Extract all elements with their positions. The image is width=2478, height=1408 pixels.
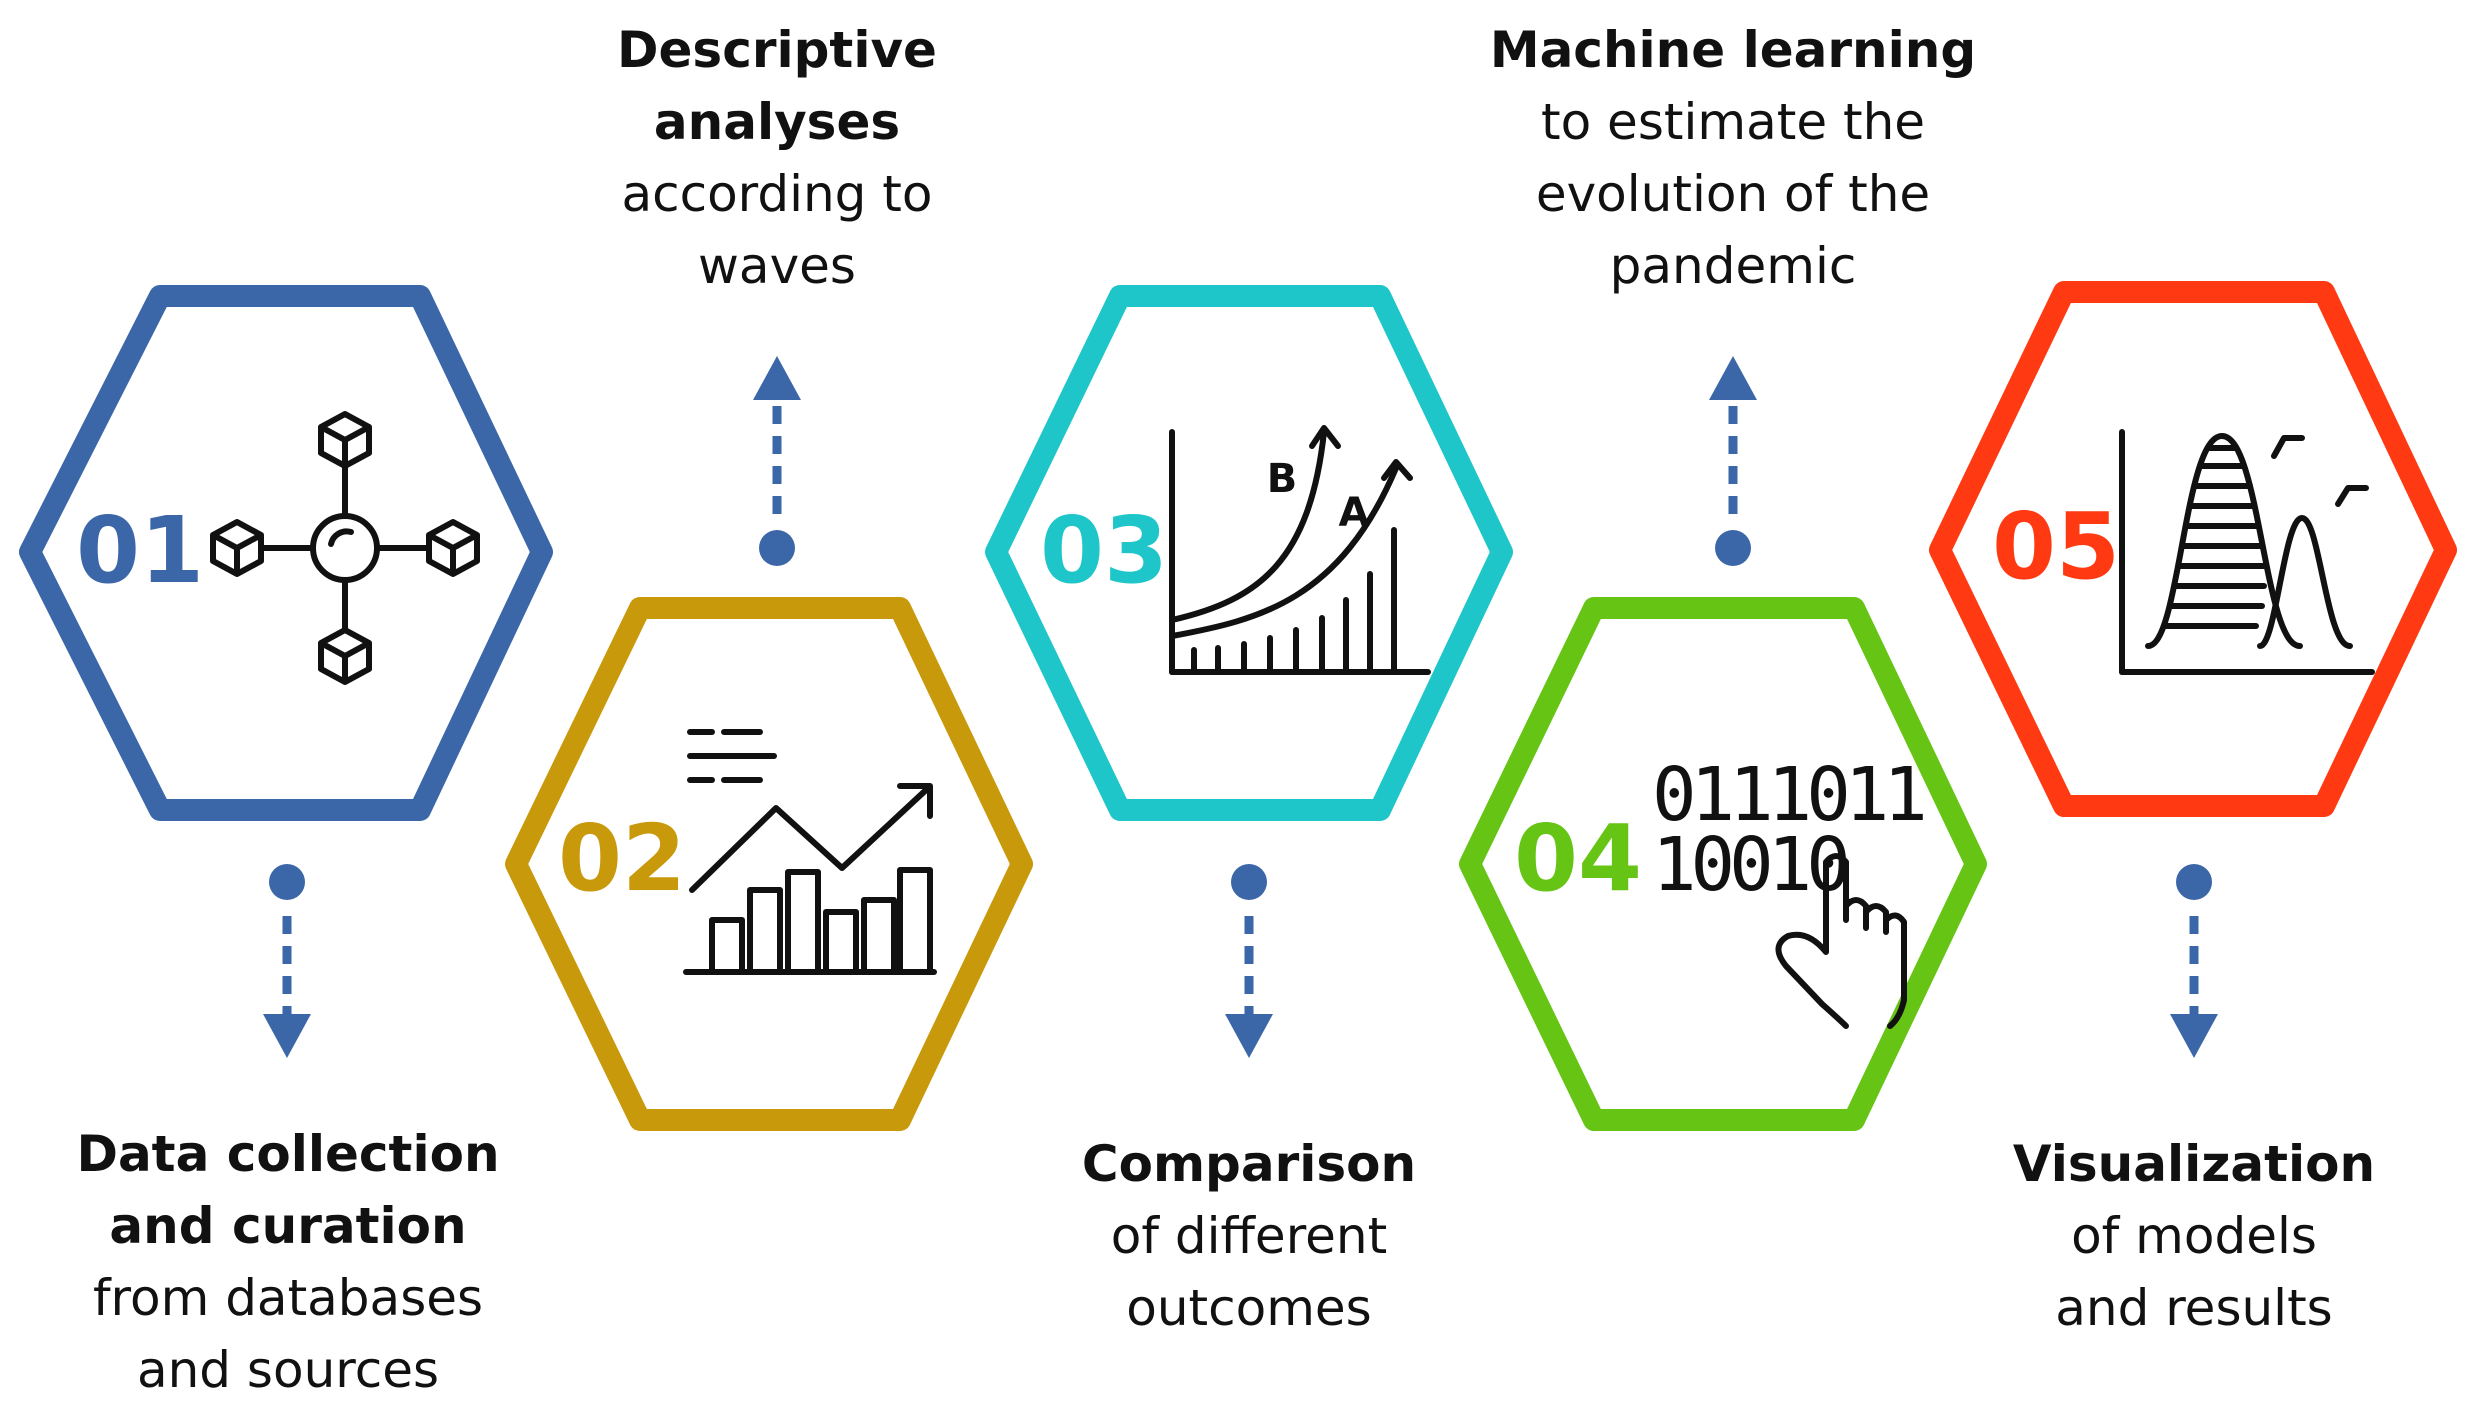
connector-dot	[759, 530, 795, 566]
step-number-04: 04	[1514, 805, 1642, 912]
hexagon-step-04	[1459, 597, 1987, 1131]
hexagon-step-01	[19, 285, 553, 821]
step-number-02: 02	[558, 805, 686, 912]
binary-row-1: 0111011	[1652, 752, 1923, 838]
curve-label-b: B	[1267, 456, 1298, 502]
arrow-down-icon	[1225, 1014, 1273, 1058]
pointing-hand-icon	[1775, 853, 1907, 1029]
hexagon-step-03	[985, 285, 1513, 821]
connector-dot	[1231, 864, 1267, 900]
arrow-down-icon	[2170, 1014, 2218, 1058]
trend-bar-chart-icon	[683, 729, 937, 975]
connector-05	[2170, 864, 2218, 1058]
connector-03	[1225, 864, 1273, 1058]
arrow-up-icon	[1709, 356, 1757, 400]
connector-02	[753, 356, 801, 566]
connector-04	[1709, 356, 1757, 566]
arrow-down-icon	[263, 1014, 311, 1058]
hexagon-step-02	[505, 597, 1033, 1131]
connector-01	[263, 864, 311, 1058]
caption-title-04: Machine learning	[1489, 21, 1977, 79]
connector-dot	[2176, 864, 2212, 900]
step-number-03: 03	[1040, 497, 1168, 604]
caption-title-05: Visualization	[2012, 1135, 2376, 1193]
arrow-up-icon	[753, 356, 801, 400]
step-number-05: 05	[1992, 493, 2120, 600]
binary-row-2: 10010	[1652, 822, 1846, 908]
connector-dot	[1715, 530, 1751, 566]
distribution-chart-icon	[2119, 429, 2375, 675]
hexagon-step-05	[1929, 281, 2457, 817]
caption-title-03: Comparison	[1081, 1135, 1417, 1193]
network-cubes-icon	[210, 411, 480, 685]
curve-comparison-icon	[1169, 425, 1431, 675]
curve-label-a: A	[1339, 490, 1370, 536]
connector-dot	[269, 864, 305, 900]
step-number-01: 01	[76, 497, 204, 604]
